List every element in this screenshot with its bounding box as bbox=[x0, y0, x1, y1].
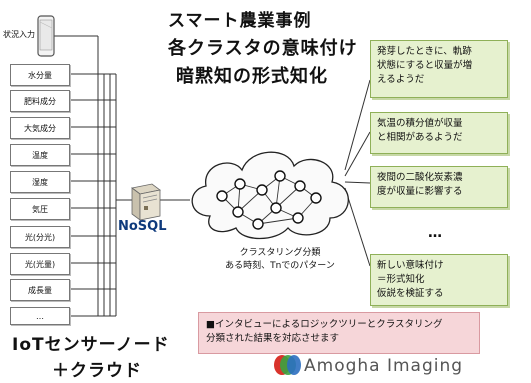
insight-line: ＝形式知化 bbox=[377, 274, 425, 285]
logo-text: Amogha Imaging bbox=[304, 356, 464, 376]
sensor-box: 温度 bbox=[10, 144, 70, 166]
heading-line1: 各クラスタの意味付け bbox=[168, 38, 358, 59]
insight-line: 気温の積分値が収量 bbox=[377, 118, 463, 129]
sensor-box: 湿度 bbox=[10, 171, 70, 193]
insight-line: と相関があるようだ bbox=[377, 132, 463, 143]
note-line2: 分類された結果を対応させます bbox=[206, 333, 340, 344]
insight-line: えるようだ bbox=[377, 74, 425, 85]
insight-line: 状態にすると収量が増 bbox=[377, 60, 473, 71]
sensor-box: 大気成分 bbox=[10, 117, 70, 139]
phone-icon bbox=[37, 15, 55, 57]
insight-box-2: 気温の積分値が収量 と相関があるようだ bbox=[370, 112, 508, 154]
sensor-box: … bbox=[10, 307, 70, 325]
cloud-caption-line2: ある時刻、Tnでのパターン bbox=[225, 261, 335, 271]
sensor-box: 光(分光) bbox=[10, 226, 70, 248]
sensor-box: 気圧 bbox=[10, 198, 70, 220]
nosql-label: NoSQL bbox=[118, 219, 167, 234]
note-box: ■インタビューによるロジックツリーとクラスタリング 分類された結果を対応させます bbox=[198, 312, 480, 354]
insight-line: 仮説を検証する bbox=[377, 288, 444, 299]
sensor-box: 成長量 bbox=[10, 279, 70, 301]
sensor-box: 肥料成分 bbox=[10, 90, 70, 112]
title: スマート農業事例 bbox=[168, 11, 312, 31]
ellipsis: … bbox=[428, 225, 444, 241]
note-line1: ■インタビューによるロジックツリーとクラスタリング bbox=[206, 319, 443, 330]
iot-label-line2: ＋クラウド bbox=[52, 361, 142, 381]
amogha-logo-icon bbox=[274, 355, 301, 375]
insight-box-4: 新しい意味付け ＝形式知化 仮説を検証する bbox=[370, 254, 508, 306]
cloud-caption-line1: クラスタリング分類 bbox=[239, 248, 321, 258]
iot-label-line1: IoTセンサーノード bbox=[12, 335, 170, 355]
server-icon bbox=[131, 183, 161, 221]
cloud-caption: クラスタリング分類 ある時刻、Tnでのパターン bbox=[200, 247, 360, 273]
phone-label: 状況入力 bbox=[3, 30, 35, 39]
insight-line: 発芽したときに、軌跡 bbox=[377, 46, 472, 57]
sensor-box: 光(光量) bbox=[10, 253, 70, 275]
insight-line: 夜間の二酸化炭素濃 bbox=[377, 172, 463, 183]
insight-box-3: 夜間の二酸化炭素濃 度が収量に影響する bbox=[370, 166, 508, 208]
insight-box-1: 発芽したときに、軌跡 状態にすると収量が増 えるようだ bbox=[370, 40, 508, 98]
sensor-box: 水分量 bbox=[10, 64, 70, 86]
cloud-network-diagram bbox=[191, 151, 349, 240]
heading-line2: 暗黙知の形式知化 bbox=[176, 66, 328, 87]
insight-line: 度が収量に影響する bbox=[377, 186, 463, 197]
insight-line: 新しい意味付け bbox=[377, 260, 444, 271]
